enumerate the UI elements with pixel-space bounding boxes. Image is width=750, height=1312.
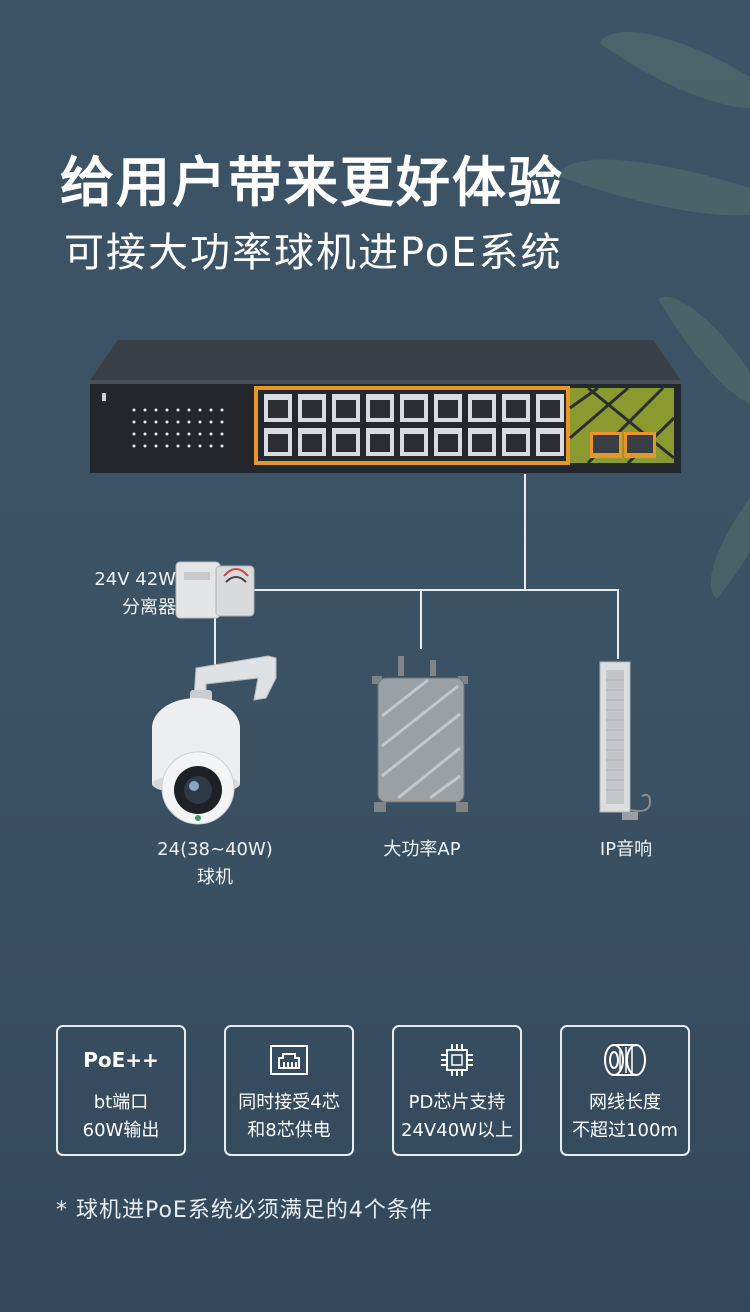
uplink-cable <box>524 474 526 589</box>
status-led <box>187 444 191 448</box>
ethernet-port-icon <box>226 1043 352 1077</box>
status-led <box>132 444 136 448</box>
status-led <box>198 420 202 424</box>
footnote: * 球机进PoE系统必须满足的4个条件 <box>56 1198 433 1223</box>
ap-drop-cable <box>420 589 422 649</box>
status-led <box>154 420 158 424</box>
feature-card-poe: PoE++ bt端口 60W输出 <box>56 1025 186 1156</box>
status-led <box>143 420 147 424</box>
status-led <box>176 420 180 424</box>
switch-port-socket <box>302 434 322 452</box>
feature-card-power-cores: 同时接受4芯 和8芯供电 <box>224 1025 354 1156</box>
camera-label: 24(38~40W) 球机 <box>157 839 273 888</box>
switch-port-socket <box>268 400 288 418</box>
status-led <box>187 432 191 436</box>
switch-port-socket <box>506 400 526 418</box>
status-led <box>143 408 147 412</box>
status-led <box>165 408 169 412</box>
splitter-device-image <box>175 561 255 619</box>
status-led <box>165 444 169 448</box>
switch-port-socket <box>540 434 560 452</box>
ptz-dome-camera-image <box>152 655 277 825</box>
switch-port-socket <box>438 400 458 418</box>
switch-port-socket <box>336 400 356 418</box>
splitter-label: 24V 42W 分离器 <box>94 569 176 618</box>
status-led <box>220 420 224 424</box>
switch-port-socket <box>268 434 288 452</box>
speaker-drop-cable <box>617 589 619 659</box>
switch-port-socket <box>404 400 424 418</box>
status-led <box>198 432 202 436</box>
status-led <box>209 420 213 424</box>
switch-port-socket <box>336 434 356 452</box>
decorative-leaf <box>557 124 750 251</box>
status-led <box>143 444 147 448</box>
outdoor-ap-image <box>372 656 468 812</box>
status-led <box>187 420 191 424</box>
status-led <box>132 432 136 436</box>
switch-port-socket <box>404 434 424 452</box>
status-led <box>165 420 169 424</box>
status-led <box>220 432 224 436</box>
status-led <box>154 444 158 448</box>
decorative-leaf <box>686 481 750 599</box>
status-led <box>165 432 169 436</box>
status-led <box>209 444 213 448</box>
camera-drop-cable <box>214 600 216 665</box>
feature-card-cable-length: 网线长度 不超过100m <box>560 1025 690 1156</box>
status-led <box>176 444 180 448</box>
distribution-cable <box>250 589 619 591</box>
switch-port-socket <box>370 400 390 418</box>
decorative-leaf <box>599 0 750 147</box>
status-led <box>220 408 224 412</box>
status-led <box>176 408 180 412</box>
switch-port-socket <box>472 400 492 418</box>
status-led <box>154 432 158 436</box>
switch-port-socket <box>438 434 458 452</box>
status-led <box>198 408 202 412</box>
page-title: 给用户带来更好体验 <box>60 151 564 214</box>
switch-port-socket <box>370 434 390 452</box>
speaker-label: IP音响 <box>599 839 653 860</box>
page-subtitle: 可接大功率球机进PoE系统 <box>64 230 563 276</box>
status-led <box>132 408 136 412</box>
chip-icon <box>394 1043 520 1077</box>
poe-plus-text-icon: PoE++ <box>83 1048 159 1072</box>
switch-port-socket <box>506 434 526 452</box>
status-led <box>143 432 147 436</box>
status-led <box>209 408 213 412</box>
ap-label: 大功率AP <box>383 839 461 860</box>
ip-speaker-column-image <box>599 661 652 820</box>
status-led <box>154 408 158 412</box>
status-led <box>187 408 191 412</box>
status-led <box>209 432 213 436</box>
feature-card-pd-chip: PD芯片支持 24V40W以上 <box>392 1025 522 1156</box>
status-led <box>198 444 202 448</box>
status-led <box>176 432 180 436</box>
switch-port-socket <box>302 400 322 418</box>
status-led <box>220 444 224 448</box>
switch-port-socket <box>472 434 492 452</box>
poe-switch-image <box>90 340 681 473</box>
cable-reel-icon <box>562 1043 688 1077</box>
status-led <box>132 420 136 424</box>
switch-port-socket <box>540 400 560 418</box>
